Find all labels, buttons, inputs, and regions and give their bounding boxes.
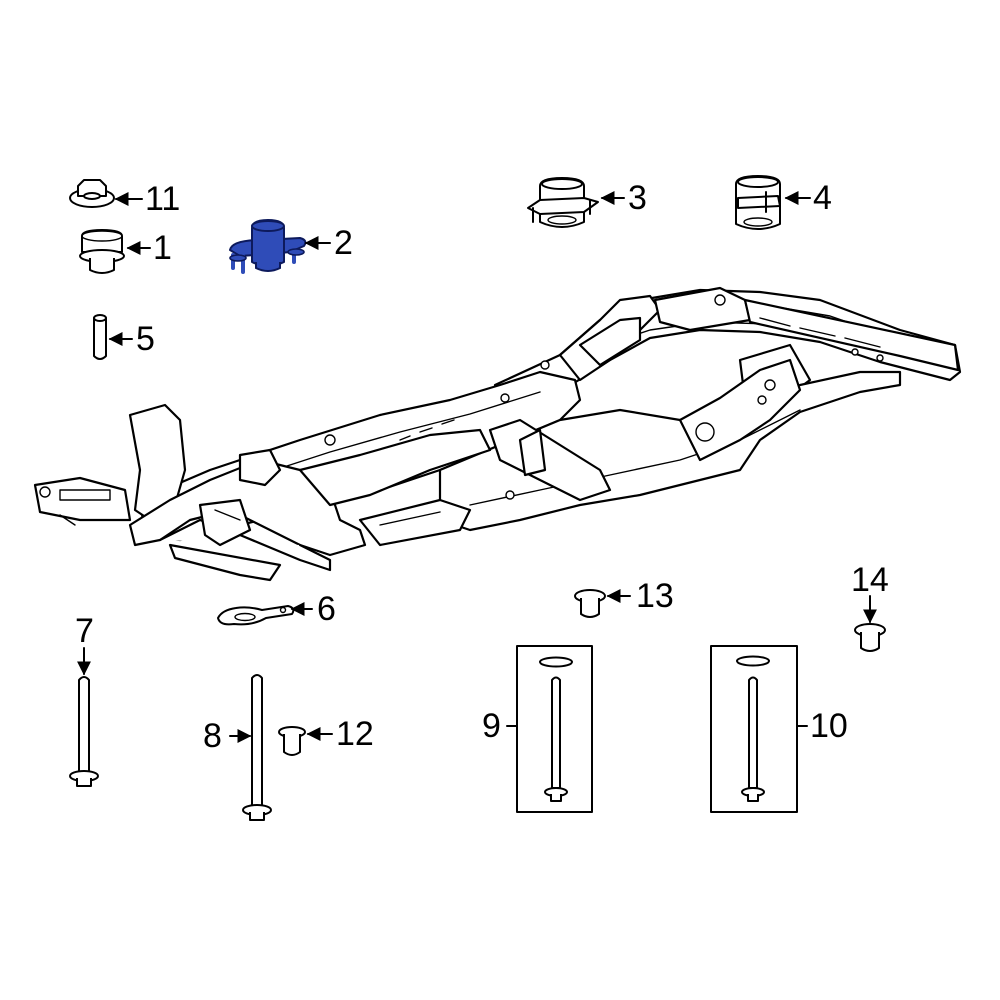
part-5-sleeve	[93, 314, 107, 360]
callout-12: 12	[336, 715, 374, 753]
part-14-spacer	[854, 623, 886, 652]
callout-14: 14	[851, 561, 889, 599]
part-4-body-mount	[735, 175, 781, 230]
part-8-bolt	[242, 674, 272, 821]
part-10-bolt-kit	[710, 645, 798, 813]
part-13-spacer	[574, 589, 606, 618]
callout-7: 7	[75, 612, 94, 650]
callout-6: 6	[317, 590, 336, 628]
part-1-body-mount-bushing	[79, 229, 125, 274]
callout-2: 2	[334, 224, 353, 262]
callout-numbers: 11 1 2 3 4 5 6 7 8 12 13 14 9 10	[75, 179, 889, 755]
callout-5: 5	[136, 320, 155, 358]
callout-8: 8	[203, 717, 222, 755]
part-7-bolt	[69, 676, 99, 787]
callout-4: 4	[813, 179, 832, 217]
part-11-flange-nut	[69, 179, 115, 208]
callout-9: 9	[482, 707, 501, 745]
callout-leaders	[77, 191, 877, 743]
part-6-shim-plate	[217, 605, 295, 626]
vehicle-frame	[33, 286, 962, 582]
callout-13: 13	[636, 577, 674, 615]
part-12-spacer	[278, 726, 306, 756]
callout-10: 10	[810, 707, 848, 745]
callout-11: 11	[145, 180, 180, 218]
part-9-bolt-kit	[516, 645, 593, 813]
callout-3: 3	[628, 179, 647, 217]
callout-1: 1	[153, 229, 172, 267]
part-2-body-mount-highlighted	[229, 219, 307, 274]
part-3-body-mount	[527, 177, 599, 228]
